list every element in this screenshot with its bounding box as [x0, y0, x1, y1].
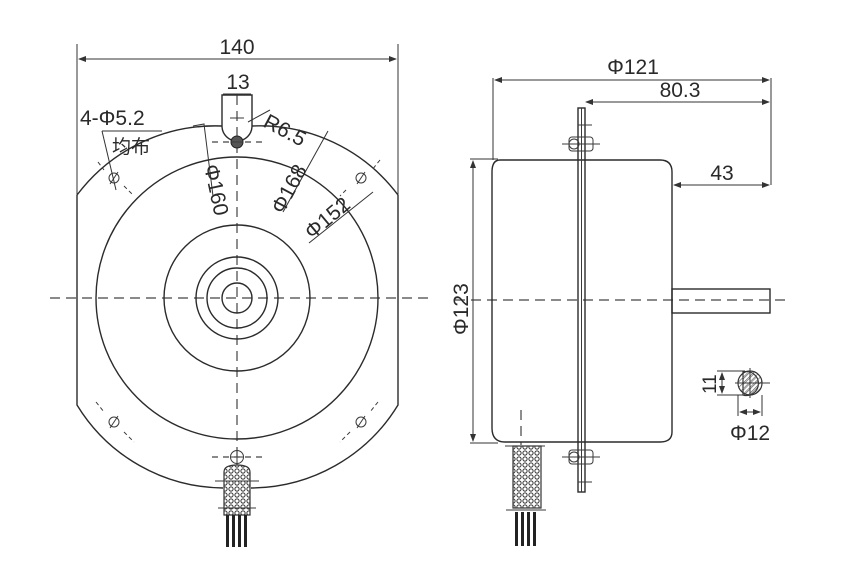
flat-height-label: 11 — [700, 374, 721, 394]
flange-outline — [76, 195, 399, 489]
hub-circle-outer — [195, 256, 279, 340]
dim-43-label: 43 — [710, 162, 733, 185]
dim-mount-holes: 4-Φ5.2 均布 — [80, 107, 162, 191]
dim-43: 43 — [673, 162, 770, 188]
dim-123-label: Φ123 — [450, 283, 473, 335]
dim-140-label: 140 — [219, 36, 254, 59]
dim-80-3-label: 80.3 — [660, 79, 701, 102]
dim-13-label: 13 — [226, 71, 249, 94]
top-screw-icon — [212, 135, 262, 149]
inner-circle — [163, 224, 311, 372]
side-cable-braid-icon — [506, 445, 546, 546]
dim-123: Φ123 — [450, 158, 498, 444]
mount-hole-icon — [339, 401, 379, 443]
shaft — [671, 288, 771, 314]
mount-hole-icon — [95, 401, 135, 443]
hub-circle-mid — [206, 267, 268, 329]
dim-r6-5: R6.5 — [247, 109, 310, 151]
dim-152: Φ152 — [300, 191, 374, 244]
dia-152-label: Φ152 — [300, 193, 354, 244]
shaft-circle — [221, 282, 253, 314]
mount-holes-note: 均布 — [112, 136, 150, 158]
flange-bolt-top-icon — [562, 124, 600, 152]
shaft-diameter-label: Φ12 — [730, 422, 770, 445]
flange-top-arc — [76, 125, 399, 196]
dia-168-label: Φ168 — [267, 161, 312, 218]
cable-braid-icon — [215, 464, 259, 547]
shaft-detail: 11 Φ12 — [700, 368, 770, 445]
front-view: 140 13 4-Φ5.2 均布 R6.5 Φ160 Φ168 — [50, 36, 430, 547]
side-view: Φ121 80.3 43 Φ123 — [450, 56, 785, 546]
body-circle-152 — [95, 156, 379, 440]
dim-13: 13 — [223, 71, 251, 95]
r6-5-label: R6.5 — [260, 110, 310, 151]
dim-121-label: Φ121 — [607, 56, 659, 79]
dim-160: Φ160 — [192, 123, 232, 218]
mount-hole-icon — [339, 159, 381, 197]
dim-121: Φ121 — [492, 56, 772, 185]
mount-holes-label: 4-Φ5.2 — [80, 107, 145, 130]
dim-80-3: 80.3 — [585, 79, 770, 105]
dia-160-label: Φ160 — [199, 162, 232, 217]
motor-body — [491, 159, 673, 443]
flange-bolt-bottom-icon — [562, 449, 600, 483]
dim-140: 140 — [76, 36, 399, 195]
bottom-screw-icon — [212, 450, 262, 464]
